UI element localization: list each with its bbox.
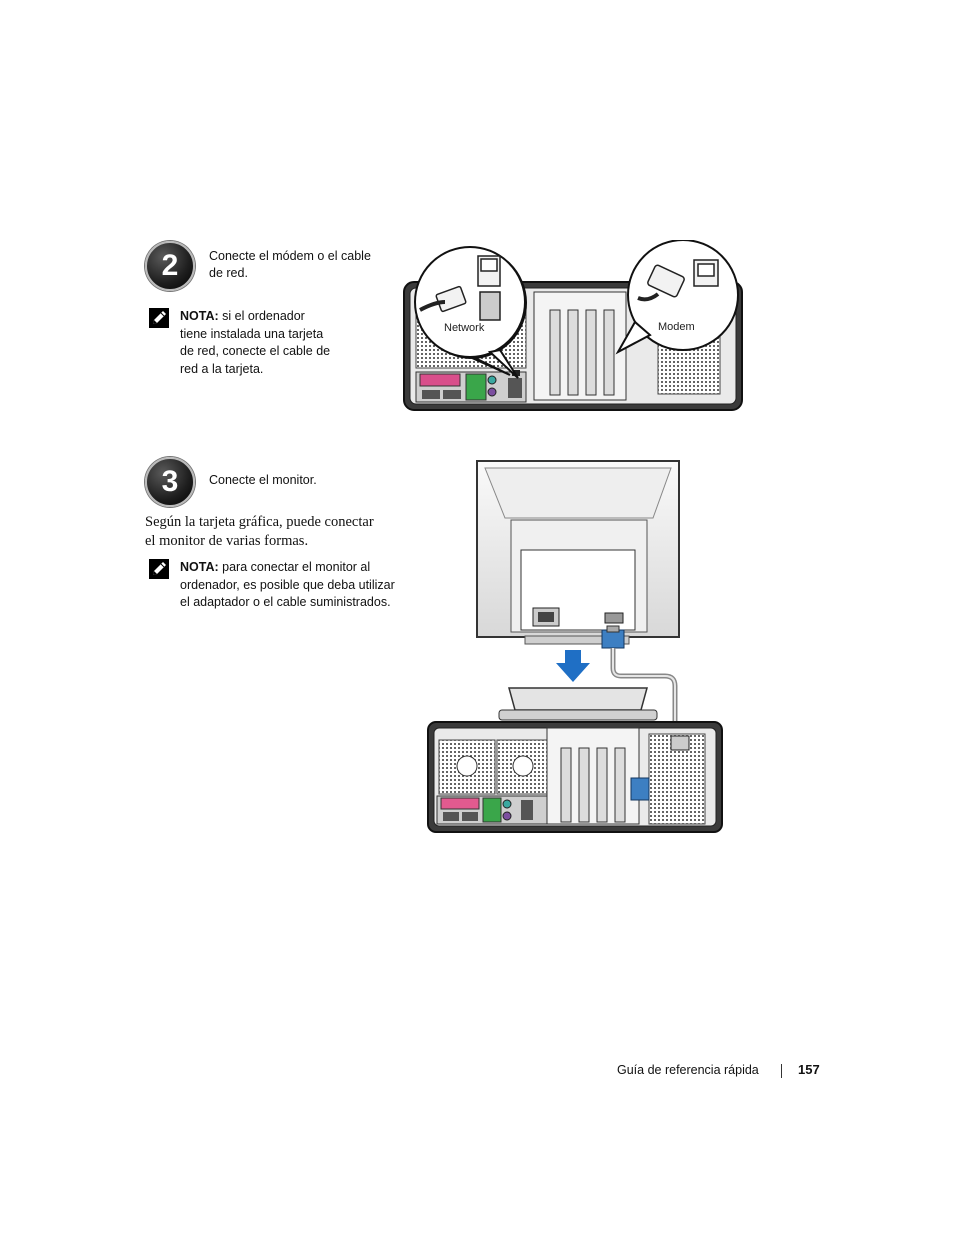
monitor-connection-illustration — [427, 460, 723, 833]
network-modem-illustration: Network Modem — [403, 240, 743, 411]
note-pencil-icon — [149, 308, 169, 328]
step-3-note: NOTA: para conectar el monitor al ordena… — [180, 559, 410, 612]
note-pencil-icon — [149, 559, 169, 579]
step-3-body: Según la tarjeta gráfica, puede conectar… — [145, 513, 405, 551]
page-number: 157 — [798, 1062, 820, 1077]
step-2-instruction-line2: de red. — [209, 266, 248, 280]
step-3-note-line2: ordenador, es posible que deba utilizar — [180, 577, 395, 592]
step-3-body-line2: el monitor de varias formas. — [145, 533, 309, 549]
modem-label: Modem — [658, 321, 695, 333]
step-3-note-line1: para conectar el monitor al — [222, 560, 371, 574]
step-2-note-line2: tiene instalada una tarjeta — [180, 326, 324, 341]
step-2-instruction: Conecte el módem o el cable de red. — [209, 248, 371, 282]
step-2-note-line1: si el ordenador — [222, 309, 305, 323]
step-3-note-label: NOTA: — [180, 560, 219, 574]
network-label: Network — [444, 322, 485, 334]
footer-separator — [781, 1064, 782, 1078]
step-2-instruction-line1: Conecte el módem o el cable — [209, 249, 371, 263]
step-3-body-line1: Según la tarjeta gráfica, puede conectar — [145, 514, 374, 530]
step-2-note: NOTA: si el ordenador tiene instalada un… — [180, 308, 380, 378]
step-2-note-label: NOTA: — [180, 309, 219, 323]
step-3-note-line3: el adaptador o el cable suministrados. — [180, 595, 391, 609]
step-2-badge: 2 — [145, 241, 195, 291]
step-3-instruction: Conecte el monitor. — [209, 473, 317, 487]
step-2-note-line4: red a la tarjeta. — [180, 361, 264, 376]
footer-title: Guía de referencia rápida — [617, 1063, 759, 1077]
step-2-note-line3: de red, conecte el cable de — [180, 344, 331, 358]
step-3-badge: 3 — [145, 457, 195, 507]
